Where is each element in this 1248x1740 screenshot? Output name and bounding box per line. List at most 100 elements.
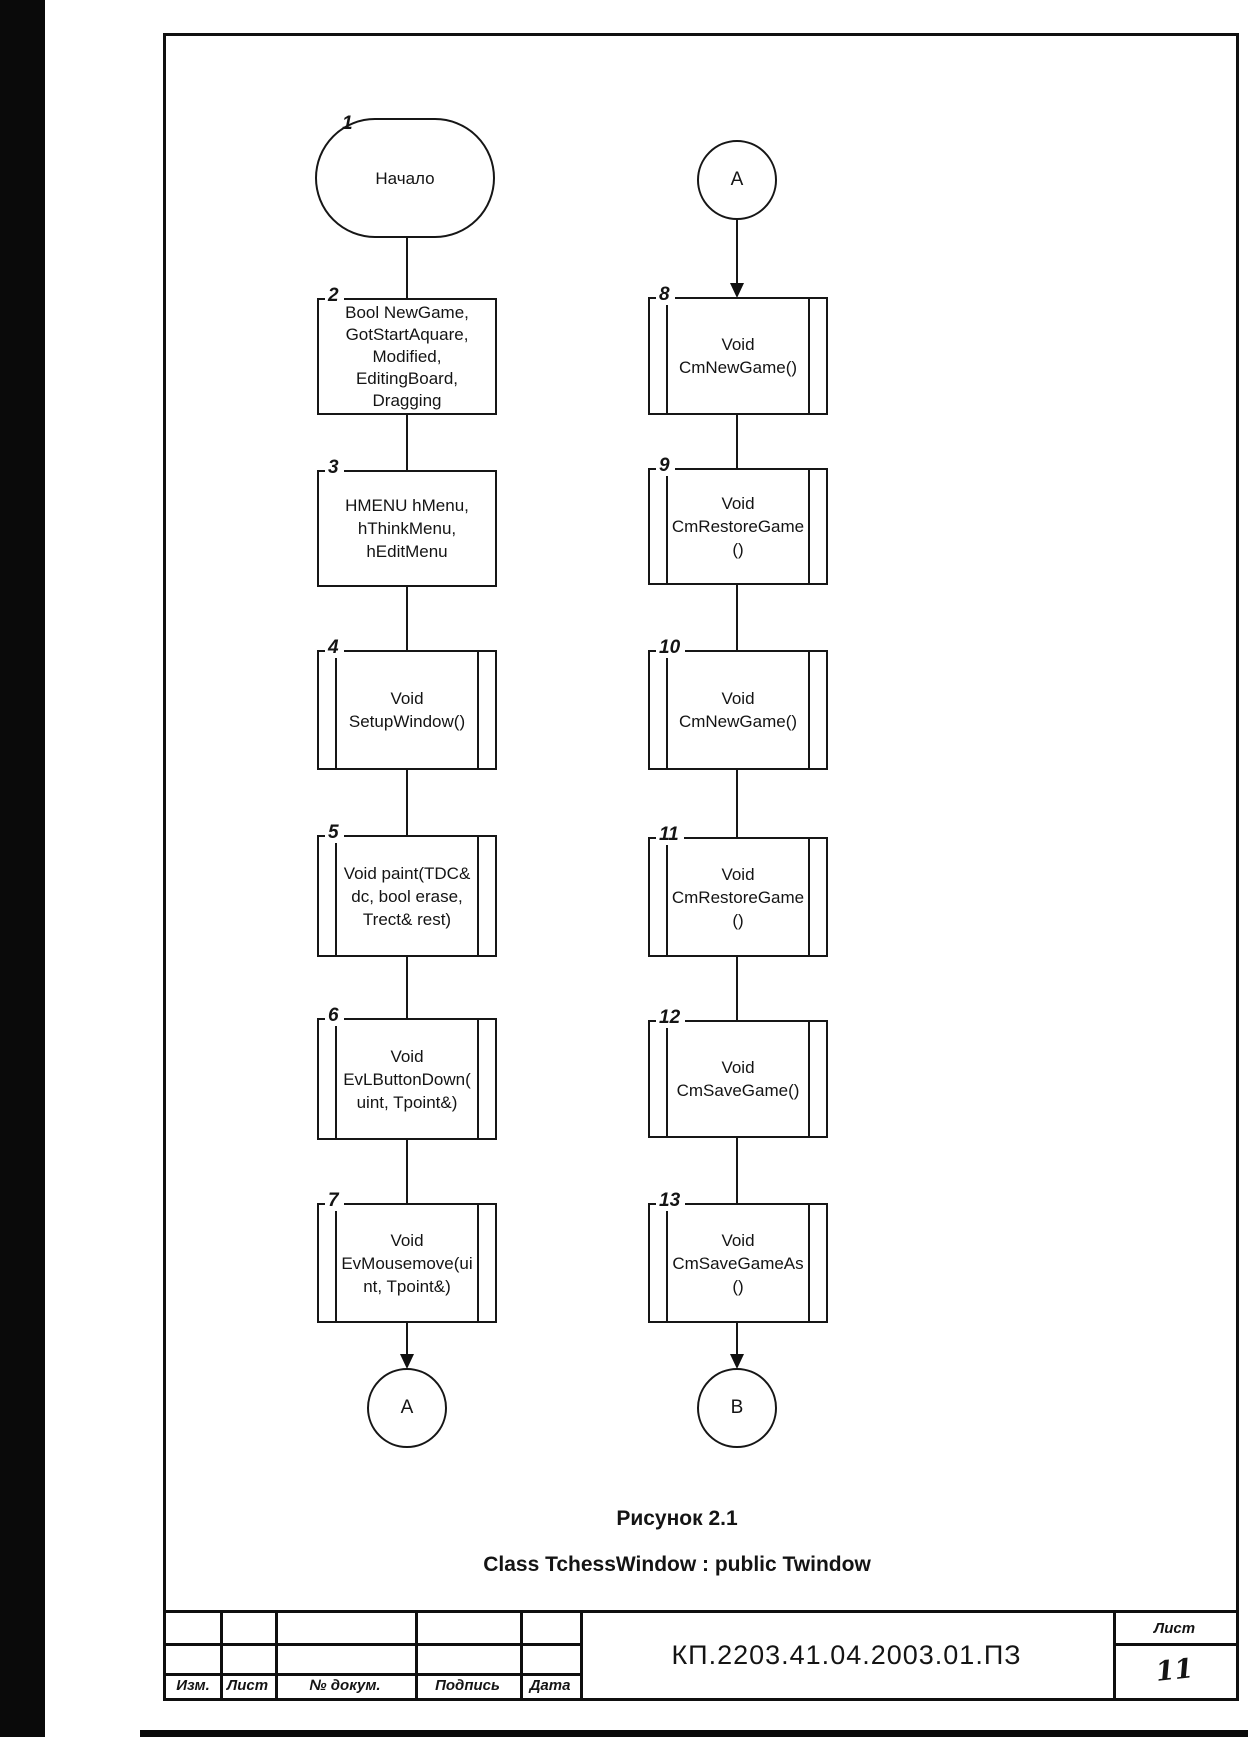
arrowhead-down-icon [730, 283, 744, 298]
predefined-bar [335, 837, 337, 955]
block-text: Void CmSaveGame() [676, 1058, 800, 1100]
connector-line [406, 587, 408, 650]
block-number: 2 [325, 286, 344, 306]
title-block-gridline [1113, 1643, 1236, 1646]
title-block-label-sheet: Лист [1153, 1619, 1196, 1637]
flowchart-block-10: 10 Void CmNewGame() [648, 638, 828, 770]
block-number: 5 [325, 823, 344, 843]
flowchart-block-3: 3 HMENU hMenu, hThinkMenu, hEditMenu [317, 458, 497, 587]
connector-line [736, 770, 738, 837]
block-text: Начало [375, 168, 435, 188]
block-number: 11 [656, 825, 684, 845]
block-number: 8 [656, 285, 675, 305]
flowchart-block-9: 9 Void CmRestoreGame () [648, 456, 828, 585]
title-block-gridline [220, 1613, 223, 1698]
block-number: 10 [656, 638, 686, 658]
title-block-label-sign: Подпись [435, 1677, 500, 1694]
connector-line [736, 585, 738, 650]
predefined-bar [477, 1020, 479, 1138]
predefined-bar [808, 652, 810, 768]
predefined-bar [808, 1205, 810, 1321]
flowchart-block-7: 7 Void EvMousemove(ui nt, Tpoint&) [317, 1191, 497, 1323]
scan-binding-bar [0, 0, 45, 1737]
predefined-bar [808, 299, 810, 413]
connector-label: B [730, 1397, 744, 1418]
connector-line [736, 220, 738, 284]
connector-label: A [400, 1397, 414, 1418]
flowchart-block-13: 13 Void CmSaveGameAs () [648, 1191, 828, 1323]
sheet-number-handwritten: 11 [1154, 1653, 1195, 1688]
figure-caption: Рисунок 2.1 [616, 1507, 738, 1530]
arrowhead-down-icon [400, 1354, 414, 1369]
flowchart-block-5: 5 Void paint(TDC& dc, bool erase, Trect&… [317, 823, 497, 957]
predefined-bar [666, 839, 668, 955]
block-number: 7 [325, 1191, 344, 1211]
predefined-bar [335, 1205, 337, 1321]
block-text: Void CmNewGame() [678, 335, 798, 377]
figure-subtitle: Class TchessWindow : public Twindow [483, 1553, 871, 1576]
title-block-gridline [275, 1613, 278, 1698]
predefined-bar [666, 470, 668, 583]
block-number: 4 [325, 638, 344, 658]
title-block-gridline [580, 1613, 583, 1698]
block-text: HMENU hMenu, hThinkMenu, hEditMenu [345, 496, 469, 561]
document-code: КП.2203.41.04.2003.01.ПЗ [671, 1640, 1022, 1670]
title-block-gridline [1113, 1613, 1116, 1698]
flowchart-block-11: 11 Void CmRestoreGame () [648, 825, 828, 957]
block-text: Void EvMousemove(ui nt, Tpoint&) [341, 1230, 473, 1296]
connector-label: A [730, 169, 744, 190]
predefined-bar [477, 652, 479, 768]
flowchart-block-8: 8 Void CmNewGame() [648, 285, 828, 415]
connector-circle-b-bottom: B [697, 1368, 777, 1448]
connector-line [406, 957, 408, 1018]
predefined-bar [666, 652, 668, 768]
block-text: Void SetupWindow() [348, 689, 466, 731]
predefined-bar [666, 1205, 668, 1321]
block-number: 1 [342, 113, 353, 134]
title-block-label-list: Лист [226, 1677, 269, 1694]
title-block-label-date: Дата [529, 1677, 571, 1694]
predefined-bar [477, 837, 479, 955]
block-text: Void CmRestoreGame () [671, 864, 805, 930]
title-block-gridline [166, 1643, 583, 1646]
connector-line [406, 238, 408, 298]
arrowhead-down-icon [730, 1354, 744, 1369]
predefined-bar [335, 1020, 337, 1138]
connector-line [736, 957, 738, 1020]
connector-circle-a-top: A [697, 140, 777, 220]
title-block-label-izm: Изм. [176, 1677, 210, 1694]
title-block-gridline [415, 1613, 418, 1698]
flowchart-block-6: 6 Void EvLButtonDown( uint, Tpoint&) [317, 1006, 497, 1140]
predefined-bar [477, 1205, 479, 1321]
block-text: Void CmRestoreGame () [671, 494, 805, 559]
flowchart-block-2: 2 Bool NewGame, GotStartAquare, Modified… [317, 286, 497, 415]
flowchart-start-terminator: 1 Начало [315, 114, 495, 238]
block-text: Bool NewGame, GotStartAquare, Modified, … [345, 302, 469, 410]
predefined-bar [808, 470, 810, 583]
block-text: Void EvLButtonDown( uint, Tpoint&) [343, 1046, 471, 1112]
predefined-bar [808, 1022, 810, 1136]
predefined-bar [666, 299, 668, 413]
connector-line [736, 1138, 738, 1203]
title-block-label-doc: № докум. [309, 1677, 381, 1694]
connector-line [736, 415, 738, 468]
block-number: 9 [656, 456, 675, 476]
connector-line [736, 1323, 738, 1356]
flowchart-block-4: 4 Void SetupWindow() [317, 638, 497, 770]
connector-line [406, 415, 408, 470]
scan-bottom-edge [140, 1730, 1248, 1737]
block-text: Void CmSaveGameAs () [672, 1230, 804, 1296]
block-number: 12 [656, 1008, 686, 1028]
connector-line [406, 770, 408, 835]
block-text: Void CmNewGame() [678, 689, 798, 731]
block-text: Void paint(TDC& dc, bool erase, Trect& r… [343, 863, 471, 929]
predefined-bar [335, 652, 337, 768]
connector-line [406, 1323, 408, 1356]
predefined-bar [808, 839, 810, 955]
title-block-gridline [520, 1613, 523, 1698]
block-number: 3 [325, 458, 344, 478]
title-block: Изм. Лист № докум. Подпись Дата КП.2203.… [163, 1610, 1239, 1701]
flowchart-block-12: 12 Void CmSaveGame() [648, 1008, 828, 1138]
block-number: 13 [656, 1191, 686, 1211]
